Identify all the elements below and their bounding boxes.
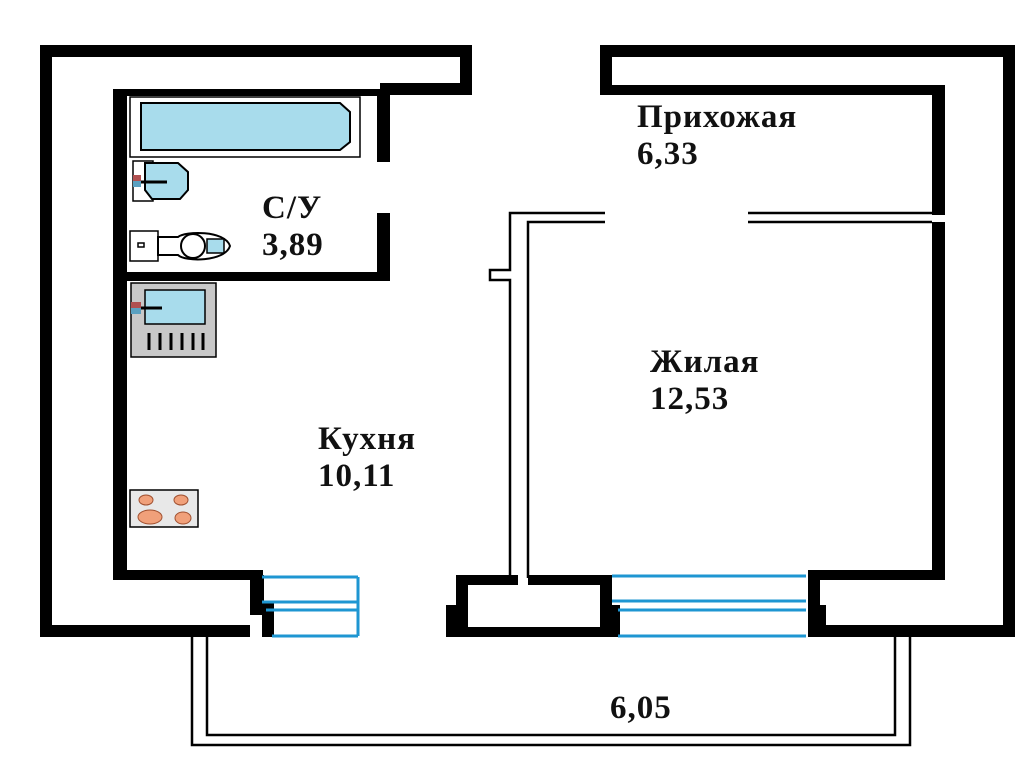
balcony-area: 6,05: [610, 690, 672, 726]
living-room-window: [612, 574, 806, 638]
stove-icon: [129, 489, 199, 528]
hallway-label: Прихожая 6,33: [637, 99, 797, 173]
bathroom-area: 3,89: [262, 227, 324, 263]
bathroom-name: С/У: [262, 190, 323, 226]
windows: [262, 574, 806, 638]
living-room-area: 12,53: [650, 381, 730, 417]
kitchen-name: Кухня: [318, 421, 416, 457]
toilet-icon: [129, 230, 232, 262]
kitchen-area: 10,11: [318, 458, 396, 494]
partitions: [190, 211, 932, 747]
living-room-name: Жилая: [650, 344, 760, 380]
bathroom-label: С/У 3,89: [262, 190, 324, 264]
hallway-area: 6,33: [637, 136, 699, 172]
walls: [40, 45, 1015, 637]
kitchen-window: [262, 575, 360, 638]
washbasin-icon: [132, 160, 189, 202]
bathtub-icon: [129, 96, 361, 158]
living-room-label: Жилая 12,53: [650, 344, 760, 418]
balcony-label: 6,05: [610, 690, 672, 727]
hallway-name: Прихожая: [637, 99, 798, 135]
kitchen-sink-icon: [130, 282, 217, 358]
kitchen-label: Кухня 10,11: [318, 421, 416, 495]
